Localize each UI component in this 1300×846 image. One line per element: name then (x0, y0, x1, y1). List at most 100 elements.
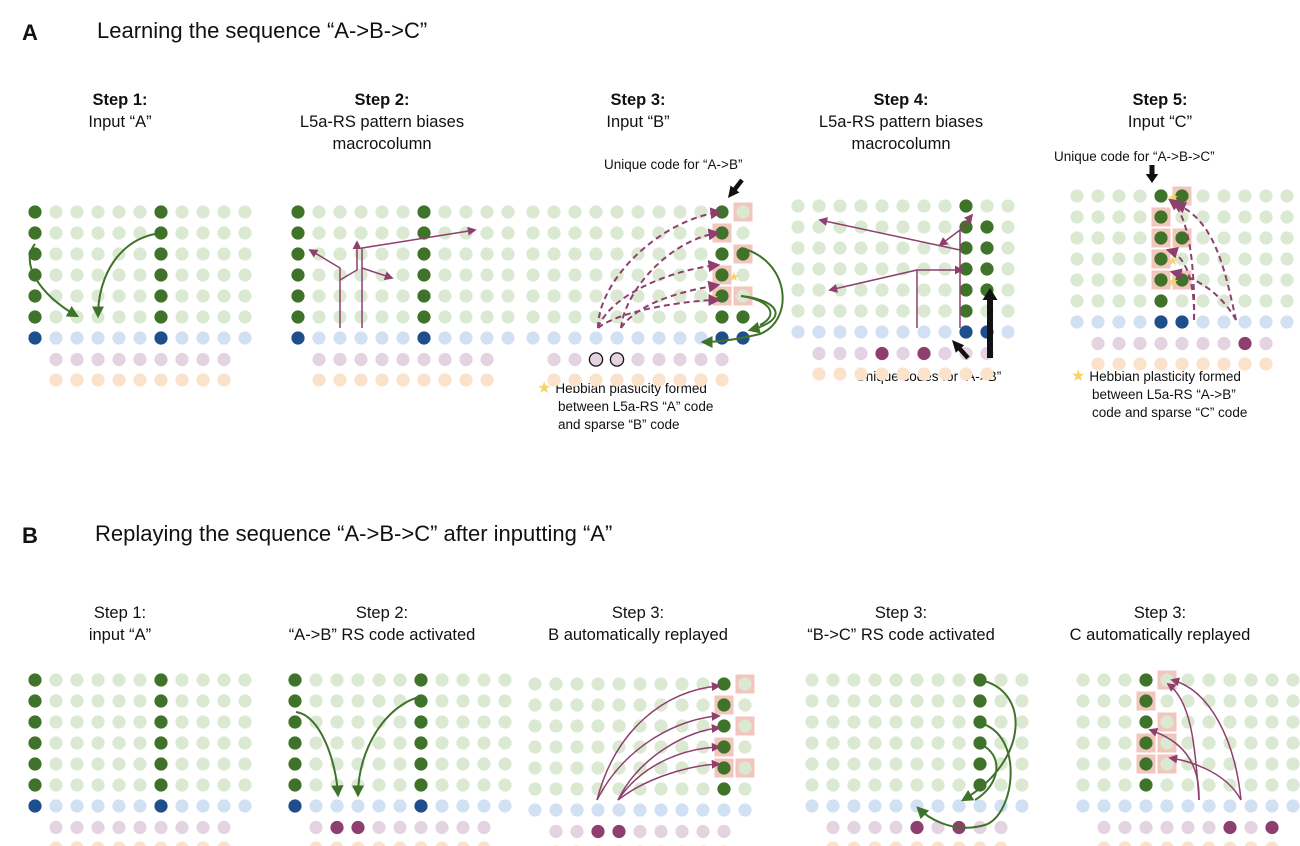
active-neuron-l23 (288, 736, 302, 750)
neuron-l4 (1091, 315, 1105, 329)
neuron-l5a (588, 352, 604, 367)
neuron-l5b (1154, 357, 1168, 371)
neuron-l5a (217, 352, 231, 367)
neuron-l23 (393, 736, 407, 750)
neuron-l23 (238, 289, 252, 303)
neuron-l23 (372, 694, 386, 708)
neuron-l23 (1259, 273, 1273, 287)
neuron-l23 (591, 740, 605, 754)
neuron-l5b (896, 367, 910, 381)
neuron-l23 (633, 782, 647, 796)
neuron-l5a (312, 352, 326, 367)
neuron-l4 (1217, 315, 1231, 329)
neuron-l23 (498, 778, 512, 792)
neuron-l23 (238, 268, 252, 282)
neuron-l5b (438, 373, 452, 387)
neuron-l23 (330, 694, 344, 708)
neuron-l23 (910, 673, 924, 687)
neuron-l23 (175, 694, 189, 708)
neuron-l23 (196, 673, 210, 687)
b-step5-grid (1076, 670, 1300, 846)
neuron-l23 (1097, 694, 1111, 708)
neuron-l5b (435, 841, 449, 846)
neuron-l5b (309, 841, 323, 846)
a5-dashed-arrow (1168, 198, 1196, 321)
b-step4-title: Step 3: “B->C” RS code activated (781, 602, 1021, 646)
neuron-l5b (694, 373, 708, 387)
active-neuron-l23 (414, 757, 428, 771)
neuron-l23 (980, 199, 994, 213)
neuron-l23 (1001, 199, 1015, 213)
neuron-l23 (1202, 778, 1216, 792)
neuron-l23 (112, 694, 126, 708)
neuron-l23 (1118, 673, 1132, 687)
neuron-l4 (330, 799, 344, 813)
neuron-l23 (196, 778, 210, 792)
active-neuron-l23 (717, 677, 731, 691)
neuron-l23 (196, 736, 210, 750)
neuron-l23 (1097, 673, 1111, 687)
neuron-l5a (196, 352, 210, 367)
active-neuron-l23 (28, 778, 42, 792)
neuron-l23 (696, 782, 710, 796)
neuron-l23 (456, 757, 470, 771)
neuron-l23 (826, 715, 840, 729)
neuron-l5b (1217, 357, 1231, 371)
neuron-l23 (931, 736, 945, 750)
neuron-l23 (1202, 736, 1216, 750)
legend-step5: ★Hebbian plasticity formed between L5a-R… (1071, 368, 1247, 422)
neuron-l23 (217, 247, 231, 261)
neuron-l23 (652, 247, 666, 261)
neuron-l23 (1217, 294, 1231, 308)
neuron-l23 (854, 220, 868, 234)
neuron-l23 (994, 778, 1008, 792)
neuron-l5b (1265, 841, 1279, 846)
neuron-l5a (1112, 336, 1126, 351)
b3-replay-arrow (596, 682, 721, 801)
active-neuron-l23 (288, 778, 302, 792)
neuron-l23 (736, 226, 750, 240)
neuron-l23 (1097, 778, 1111, 792)
neuron-l23 (694, 226, 708, 240)
neuron-l23 (547, 205, 561, 219)
neuron-l23 (477, 715, 491, 729)
neuron-l23 (847, 673, 861, 687)
neuron-l23 (675, 740, 689, 754)
active-neuron-l23 (717, 698, 731, 712)
active-neuron-l4 (715, 331, 729, 345)
neuron-l5b (833, 367, 847, 381)
b-step4-line1: “B->C” RS code activated (807, 626, 995, 644)
neuron-l4 (1286, 799, 1300, 813)
a-step2-line1: L5a-RS pattern biases (299, 113, 465, 131)
neuron-l4 (1097, 799, 1111, 813)
neuron-l23 (1112, 273, 1126, 287)
active-neuron-l23 (291, 247, 305, 261)
neuron-l23 (736, 268, 750, 282)
neuron-l23 (498, 757, 512, 771)
neuron-l5a (393, 820, 407, 835)
active-neuron-l23 (154, 289, 168, 303)
b-step3-grid (528, 674, 755, 846)
active-neuron-l23 (28, 715, 42, 729)
active-neuron-l23 (1139, 715, 1153, 729)
neuron-l23 (1133, 273, 1147, 287)
neuron-l5b (1181, 841, 1195, 846)
active-neuron-l23 (154, 778, 168, 792)
neuron-l4 (1196, 315, 1210, 329)
neuron-l23 (459, 205, 473, 219)
b-step2-title: Step 2: “A->B” RS code activated (262, 602, 502, 646)
neuron-l23 (994, 736, 1008, 750)
a5-dashed-arrow (1169, 268, 1237, 321)
active-neuron-l4 (417, 331, 431, 345)
neuron-l23 (477, 778, 491, 792)
neuron-l23 (1091, 189, 1105, 203)
neuron-l23 (91, 694, 105, 708)
active-neuron-l5a (917, 346, 931, 361)
neuron-l23 (1259, 231, 1273, 245)
active-neuron-l23 (1154, 189, 1168, 203)
b-step2-grid (288, 673, 512, 846)
neuron-l23 (501, 310, 515, 324)
neuron-l23 (49, 715, 63, 729)
b-step1-title: Step 1: input “A” (0, 602, 240, 646)
neuron-l23 (610, 226, 624, 240)
